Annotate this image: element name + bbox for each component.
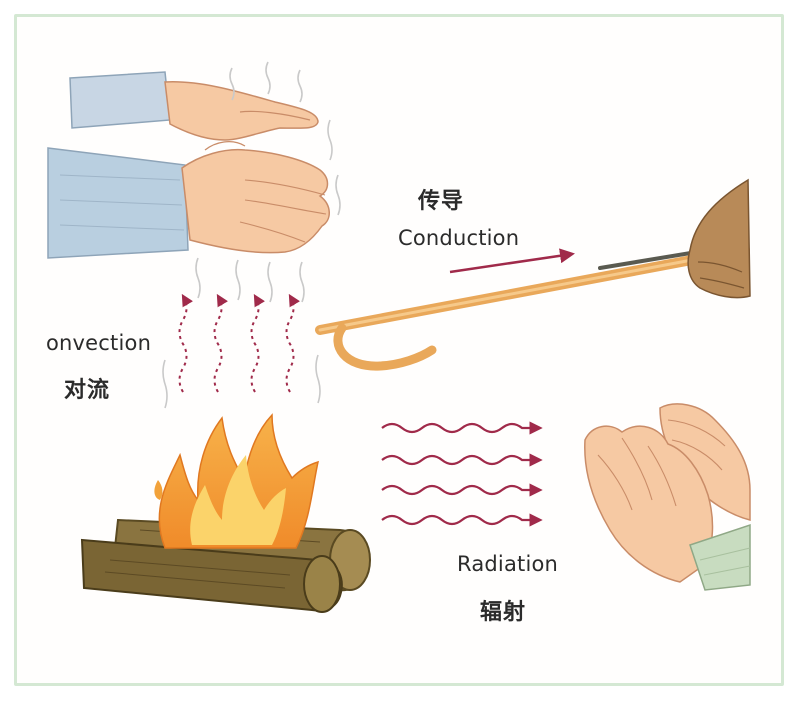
- convection-arrows-icon: [178, 293, 301, 393]
- fire-icon: [154, 413, 319, 549]
- top-hand-lower-icon: [47, 140, 330, 259]
- radiation-arrows-icon: [381, 421, 543, 527]
- conduction-arrow-icon: [449, 248, 575, 274]
- radiation-label-zh: 辐射: [480, 600, 527, 625]
- top-hand-upper-icon: [69, 71, 319, 141]
- convection-label-en: onvection: [46, 331, 152, 355]
- radiation-label-en: Radiation: [457, 552, 559, 576]
- heat-lines-icon: [162, 61, 341, 409]
- holding-hand-icon: [687, 178, 751, 299]
- conduction-label-zh: 传导: [418, 189, 465, 214]
- radiation-hand-front-icon: [584, 425, 751, 591]
- conduction-label-en: Conduction: [398, 226, 520, 250]
- convection-label-zh: 对流: [64, 378, 111, 403]
- log-icon: [80, 518, 371, 613]
- rod-icon: [315, 242, 750, 371]
